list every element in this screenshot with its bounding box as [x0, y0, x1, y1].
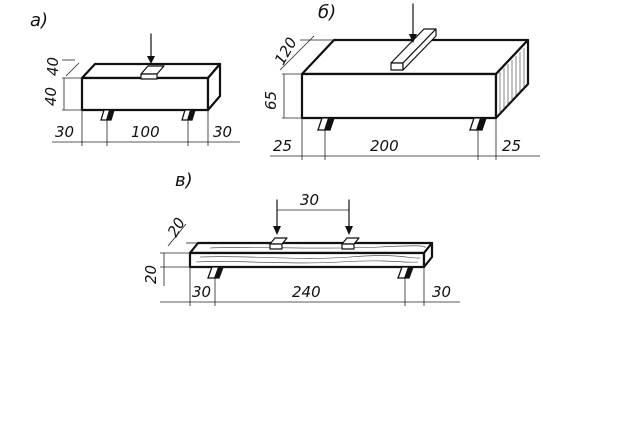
figure-a: а) — [30, 10, 240, 146]
figure-c-beam — [188, 241, 434, 269]
figure-b-load-bar — [390, 28, 437, 71]
figure-a-left-overhang-dim: 30 — [55, 123, 74, 141]
figure-b-left-overhang-dim: 25 — [273, 137, 292, 155]
figure-c-load-pad-left — [269, 237, 288, 250]
figure-a-label: а) — [30, 10, 48, 31]
figure-c-left-overhang-dim: 30 — [192, 283, 211, 301]
figure-b-right-overhang-dim: 25 — [502, 137, 521, 155]
figure-c-load-spacing-dim: 30 — [300, 191, 319, 209]
figure-c-load-arrow-left-icon — [273, 199, 281, 235]
figure-c-dimensions — [160, 223, 460, 306]
figure-c-load-arrow-right-icon — [345, 199, 353, 235]
figure-a-height-dim: 40 — [42, 87, 60, 106]
figure-a-support-right-icon — [181, 109, 196, 121]
figure-a-depth-dim: 40 — [44, 57, 62, 76]
figure-a-load-arrow-icon — [147, 33, 155, 64]
figure-b-height-dim: 65 — [262, 91, 280, 110]
figure-a-right-overhang-dim: 30 — [213, 123, 232, 141]
figure-c-span-dim: 240 — [292, 283, 321, 301]
figure-c-height-dim: 20 — [142, 265, 160, 284]
figure-b-load-arrow-icon — [409, 3, 417, 43]
figure-c-load-pad-right — [341, 237, 360, 250]
figure-b-dimensions — [270, 35, 540, 160]
figure-c-right-overhang-dim: 30 — [432, 283, 451, 301]
figure-a-load-pad — [140, 65, 165, 80]
figure-c-label: в) — [175, 170, 193, 191]
figure-a-dimensions — [52, 59, 240, 146]
figure-c-support-right-icon — [397, 266, 414, 279]
figure-b-support-left-icon — [317, 117, 335, 131]
figure-b-label: б) — [318, 2, 336, 23]
figure-c-wood-grain — [195, 245, 427, 264]
figure-b-support-right-icon — [469, 117, 487, 131]
figure-b-span-dim: 200 — [370, 137, 399, 155]
figure-a-beam — [80, 62, 222, 112]
figure-b-side-hatching — [499, 48, 525, 114]
figure-a-span-dim: 100 — [131, 123, 160, 141]
figure-c-support-left-icon — [207, 266, 224, 279]
figure-b-depth-dim: 120 — [271, 34, 301, 68]
figure-c-depth-dim: 20 — [164, 214, 189, 240]
figure-c: в) — [142, 170, 460, 306]
figure-b: б) — [262, 2, 540, 160]
figure-a-support-left-icon — [100, 109, 115, 121]
